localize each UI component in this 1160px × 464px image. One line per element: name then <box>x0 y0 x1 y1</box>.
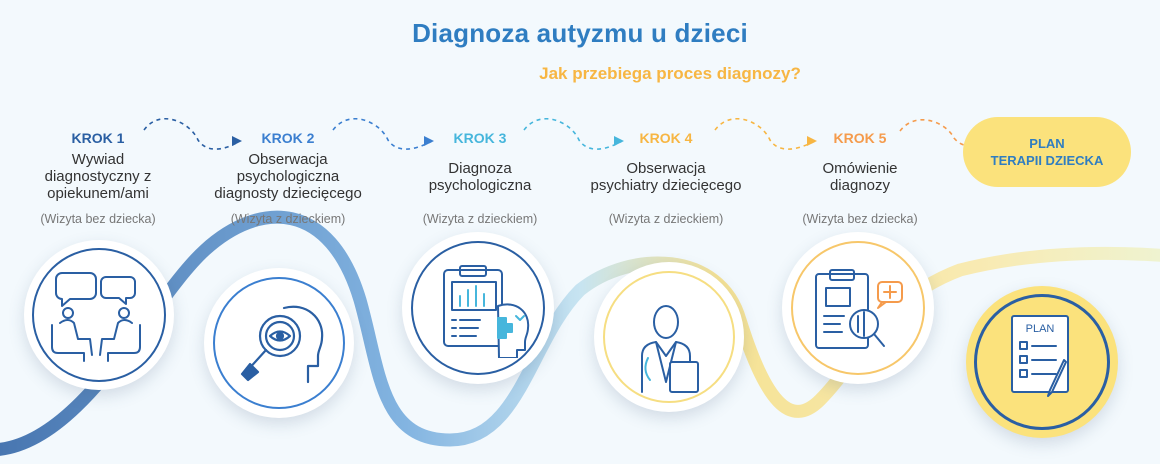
plan-icon-text: PLAN <box>1026 323 1055 335</box>
arrow-3-4 <box>523 118 623 150</box>
step-3-ring <box>411 241 545 375</box>
step-1-title: Wywiad diagnostyczny z opiekunem/ami <box>44 151 152 202</box>
step-4-title: Obserwacja psychiatry dziecięcego <box>590 159 742 194</box>
parent-interview-icon <box>51 272 141 362</box>
step-3-title: Diagnoza psychologiczna <box>428 159 532 194</box>
arrow-1-2 <box>143 118 241 150</box>
psychological-observation-icon <box>240 305 324 384</box>
psychological-diagnosis-report-icon <box>443 265 530 358</box>
diagnosis-review-icon <box>815 269 903 349</box>
therapy-plan-badge: PLAN TERAPII DZIECKA <box>963 117 1131 187</box>
arrow-head-2-3 <box>424 136 434 146</box>
step-3: KROK 3 Diagnoza psychologiczna (Wizyta z… <box>390 128 570 226</box>
step-2-title: Obserwacja psychologiczna diagnosty dzie… <box>214 151 362 202</box>
step-5-title: Omówienie diagnozy <box>822 159 898 194</box>
step-2: KROK 2 Obserwacja psychologiczna diagnos… <box>198 128 378 226</box>
psychiatrist-icon <box>641 305 699 393</box>
arrow-head-1-2 <box>232 136 242 146</box>
page-subtitle: Jak przebiega proces diagnozy? <box>539 64 801 83</box>
arrow-head-4-5 <box>807 136 817 146</box>
step-1-visit: (Wizyta bez dziecka) <box>40 212 156 226</box>
step-1-number: KROK 1 <box>71 130 125 146</box>
step-3-number: KROK 3 <box>453 130 507 146</box>
step-5-ring <box>791 241 925 375</box>
page-title: Diagnoza autyzmu u dzieci <box>412 18 748 48</box>
step-5: KROK 5 Omówienie diagnozy (Wizyta bez dz… <box>770 128 950 226</box>
step-4: KROK 4 Obserwacja psychiatry dziecięcego… <box>576 128 756 226</box>
plan-ring <box>974 294 1110 430</box>
arrow-4-5 <box>714 118 816 150</box>
arrow-head-3-4 <box>614 136 624 146</box>
step-4-number: KROK 4 <box>639 130 693 146</box>
step-5-number: KROK 5 <box>833 130 887 146</box>
step-4-visit: (Wizyta z dzieckiem) <box>608 212 724 226</box>
step-2-ring <box>213 277 345 409</box>
step-5-visit: (Wizyta bez dziecka) <box>802 212 918 226</box>
step-1: KROK 1 Wywiad diagnostyczny z opiekunem/… <box>8 128 188 226</box>
step-1-ring <box>32 248 166 382</box>
step-3-visit: (Wizyta z dzieckiem) <box>422 212 538 226</box>
therapy-plan-icon: PLAN <box>1011 315 1069 397</box>
step-2-number: KROK 2 <box>261 130 315 146</box>
step-2-visit: (Wizyta z dzieckiem) <box>230 212 346 226</box>
arrow-2-3 <box>332 118 433 150</box>
step-4-ring <box>603 271 735 403</box>
